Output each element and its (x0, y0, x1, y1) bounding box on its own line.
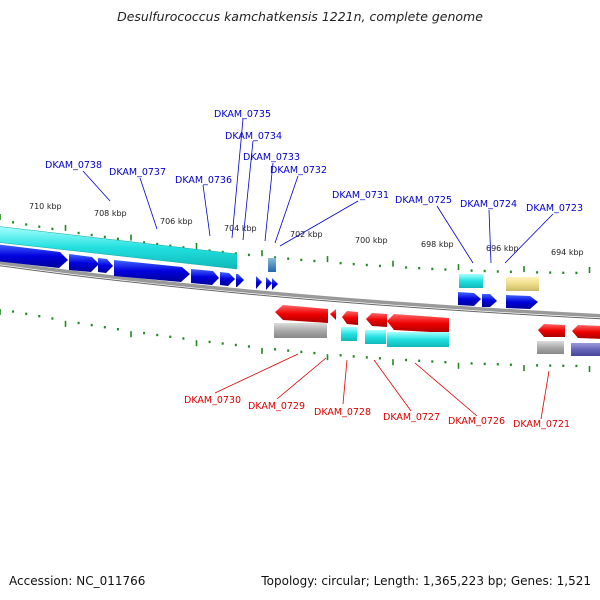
gene-arrow-dkam-0728[interactable] (342, 311, 358, 325)
gene-label-dkam-0731[interactable]: DKAM_0731 (332, 190, 389, 201)
scale-label-700: 700 kbp (355, 236, 388, 245)
gene-arrow-dkam-0724[interactable] (482, 294, 497, 307)
grey-feature-0721 (537, 341, 564, 354)
gene-arrow-dkam-0720[interactable] (572, 325, 600, 339)
scale-label-702: 702 kbp (290, 230, 323, 239)
scale-label-698: 698 kbp (421, 240, 454, 249)
gene-arrow-dkam-0732b[interactable] (272, 278, 278, 290)
small-steel-feature (268, 258, 276, 272)
gene-label-dkam-0737[interactable]: DKAM_0737 (109, 167, 166, 178)
genome-backbone (0, 260, 600, 318)
scale-label-696: 696 kbp (486, 244, 519, 253)
cyan-feature-0726 (387, 332, 449, 347)
yellow-feature-0723 (506, 277, 539, 291)
gene-arrow-dkam-0723[interactable] (506, 295, 538, 309)
gene-arrow-dkam-0725[interactable] (458, 292, 481, 306)
scale-label-710: 710 kbp (29, 202, 62, 211)
gene-arrow-dkam-0732a[interactable] (266, 277, 272, 290)
gene-label-dkam-0721[interactable]: DKAM_0721 (513, 419, 570, 430)
scale-label-704: 704 kbp (224, 224, 257, 233)
cyan-feature-long (0, 226, 238, 270)
gene-arrow-dkam-0730[interactable] (275, 305, 328, 323)
gene-label-dkam-0725[interactable]: DKAM_0725 (395, 195, 452, 206)
gene-arrow-dkam-0736[interactable] (114, 260, 190, 282)
accession-text: Accession: NC_011766 (9, 574, 146, 588)
gene-arrow-dkam-0735a[interactable] (191, 269, 219, 285)
scale-label-708: 708 kbp (94, 209, 127, 218)
gene-arrow-dkam-0730b[interactable] (330, 309, 336, 320)
grey-feature-0729 (274, 323, 327, 338)
gene-label-dkam-0735[interactable]: DKAM_0735 (214, 109, 271, 120)
gene-arrow-dkam-0721[interactable] (538, 324, 565, 337)
topology-text: Topology: circular; Length: 1,365,223 bp… (261, 574, 591, 588)
top-leader-lines (82, 118, 554, 264)
gene-label-dkam-0733[interactable]: DKAM_0733 (243, 152, 300, 163)
gene-label-dkam-0734[interactable]: DKAM_0734 (225, 131, 282, 142)
gene-label-dkam-0728[interactable]: DKAM_0728 (314, 407, 371, 418)
scale-label-706: 706 kbp (160, 217, 193, 226)
purple-feature-0720 (571, 343, 600, 356)
gene-arrow-dkam-0738[interactable] (0, 244, 68, 268)
cyan-feature-0727 (365, 330, 386, 344)
genome-backbone-shadow (0, 265, 600, 320)
gene-label-dkam-0730[interactable]: DKAM_0730 (184, 395, 241, 406)
gene-label-dkam-0723[interactable]: DKAM_0723 (526, 203, 583, 214)
gene-label-dkam-0726[interactable]: DKAM_0726 (448, 416, 505, 427)
gene-label-dkam-0736[interactable]: DKAM_0736 (175, 175, 232, 186)
gene-label-dkam-0738[interactable]: DKAM_0738 (45, 160, 102, 171)
gene-arrow-dkam-0726[interactable] (387, 314, 449, 333)
gene-arrow-dkam-0727[interactable] (366, 313, 387, 327)
gene-label-dkam-0729[interactable]: DKAM_0729 (248, 401, 305, 412)
scale-label-694: 694 kbp (551, 248, 584, 257)
cyan-feature-0725 (459, 274, 483, 288)
gene-arrow-dkam-0735b[interactable] (220, 272, 235, 286)
gene-arrow-dkam-0737a[interactable] (69, 254, 99, 272)
gene-arrow-dkam-0733[interactable] (256, 276, 262, 289)
map-title: Desulfurococcus kamchatkensis 1221n, com… (117, 9, 483, 24)
scale-ticks-bottom (0, 309, 591, 372)
gene-arrow-dkam-0734[interactable] (236, 274, 244, 287)
gene-label-dkam-0724[interactable]: DKAM_0724 (460, 199, 517, 210)
cyan-feature-0728 (341, 327, 357, 341)
gene-label-dkam-0732[interactable]: DKAM_0732 (270, 165, 327, 176)
bottom-leader-lines (214, 353, 550, 420)
gene-arrow-dkam-0737b[interactable] (98, 258, 113, 273)
gene-label-dkam-0727[interactable]: DKAM_0727 (383, 412, 440, 423)
